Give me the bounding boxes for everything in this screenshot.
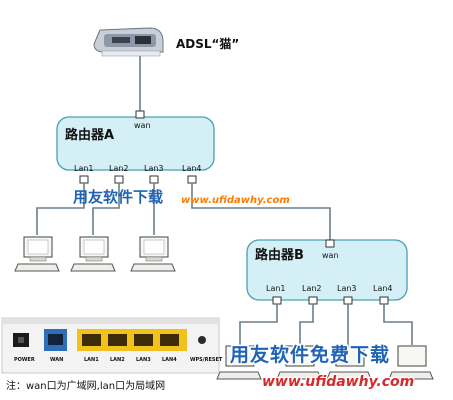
lan-ports-yellow [77, 329, 187, 351]
router-a-lan4-port [187, 175, 197, 184]
footnote: 注：wan口为广域网,lan口为局域网 [6, 379, 165, 392]
pc-a1 [14, 236, 60, 272]
panel-label-wps-reset: WPS/RESET [190, 357, 223, 363]
router-a-wan-label: wan [134, 121, 151, 130]
router-a-lan1-label: Lan1 [74, 164, 94, 173]
panel-label-lan1: LAN1 [84, 357, 99, 363]
pc-b1 [216, 345, 262, 380]
pc-b2 [276, 345, 322, 380]
router-a-wan-port [135, 110, 145, 119]
router-b-lan1-label: Lan1 [266, 284, 286, 293]
watermark-url-1: www.ufidawhy.com [181, 195, 290, 206]
router-b-lan2-port [308, 296, 318, 305]
router-b-wan-label: wan [322, 251, 339, 260]
router-a-lan4-label: Lan4 [182, 164, 202, 173]
router-a-lan3-port [149, 175, 159, 184]
router-b-wan-port [325, 239, 335, 248]
router-a-lan3-label: Lan3 [144, 164, 164, 173]
router-a-lan-cables [36, 183, 331, 240]
router-b-lan2-label: Lan2 [302, 284, 322, 293]
watermark-url-2: www.ufidawhy.com [262, 374, 414, 390]
panel-label-power: POWER [14, 357, 35, 363]
router-a-lan2-port [114, 175, 124, 184]
router-a: 路由器A wan Lan1 Lan2 Lan3 Lan4 [56, 110, 215, 184]
router-b-lan-cables [239, 304, 413, 345]
router-a-lan2-label: Lan2 [109, 164, 129, 173]
router-a-lan1-port [79, 175, 89, 184]
panel-label-lan2: LAN2 [110, 357, 125, 363]
router-b: 路由器B wan Lan1 Lan2 Lan3 Lan4 [246, 239, 408, 305]
pc-a2 [70, 236, 116, 272]
wps-reset-button [198, 336, 206, 344]
pc-a3 [130, 236, 176, 272]
router-rear-panel: POWER WAN LAN1 LAN2 LAN3 LAN4 WPS/RESET [1, 317, 223, 374]
router-b-lan1-port [272, 296, 282, 305]
modem-label: ADSL“猫” [176, 36, 239, 51]
adsl-modem [93, 27, 164, 57]
router-b-name: 路由器B [255, 247, 304, 263]
watermark-2: 用友软件免费下载 www.ufidawhy.com [229, 342, 416, 392]
router-b-lan3-port [343, 296, 353, 305]
panel-label-lan4: LAN4 [162, 357, 177, 363]
pc-b3 [326, 345, 372, 380]
router-b-lan3-label: Lan3 [337, 284, 357, 293]
panel-label-lan3: LAN3 [136, 357, 151, 363]
watermark-cn-2: 用友软件免费下载 [230, 343, 390, 366]
router-b-lan4-label: Lan4 [373, 284, 393, 293]
router-a-name: 路由器A [65, 127, 114, 143]
watermark-cn-1: 用友软件下载 [73, 188, 163, 206]
router-b-lan4-port [379, 296, 389, 305]
pc-b4 [388, 345, 434, 380]
panel-label-wan: WAN [50, 357, 63, 363]
